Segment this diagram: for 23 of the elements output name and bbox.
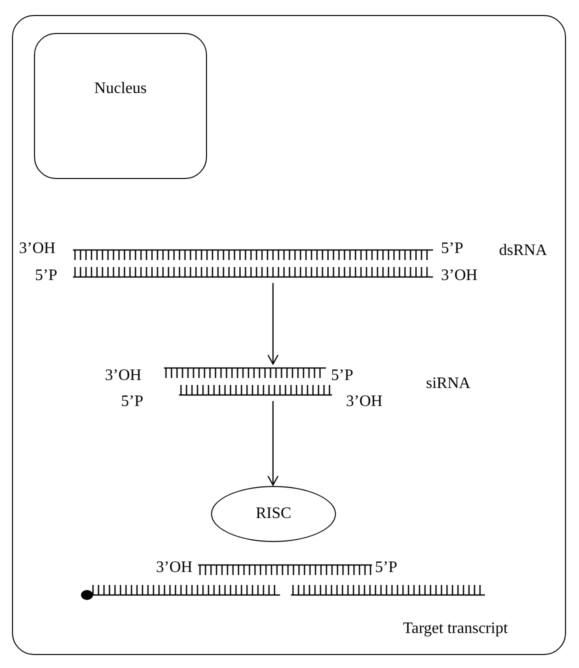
arrow [267,283,279,365]
arrow [267,401,279,486]
strand-end-label: 3’OH [156,559,192,577]
molecule-label: siRNA [426,375,470,393]
cell-outline [12,15,566,655]
compartment-label: Nucleus [94,80,147,98]
strand-end-label: 5’P [121,393,144,411]
strand-end-label: 5’P [375,559,398,577]
complex-label: RISC [256,505,292,523]
strand-end-label: 3’OH [19,240,56,258]
strand-end-label: 5’P [441,240,464,258]
risc-ellipse [211,486,336,542]
strand-end-label: 5’P [35,267,58,285]
molecule-label: Target transcript [403,620,508,638]
rna-duplex-drawing [71,247,433,280]
strand-end-label: 3’OH [105,367,142,385]
rna-duplex-drawing [161,365,332,398]
strand-end-label: 3’OH [346,393,382,411]
strand-end-label: 5’P [331,367,354,385]
guide-strand-drawing [196,562,372,578]
molecule-label: dsRNA [499,242,548,260]
strand-end-label: 3’OH [441,267,478,285]
nucleus-box [34,33,207,179]
